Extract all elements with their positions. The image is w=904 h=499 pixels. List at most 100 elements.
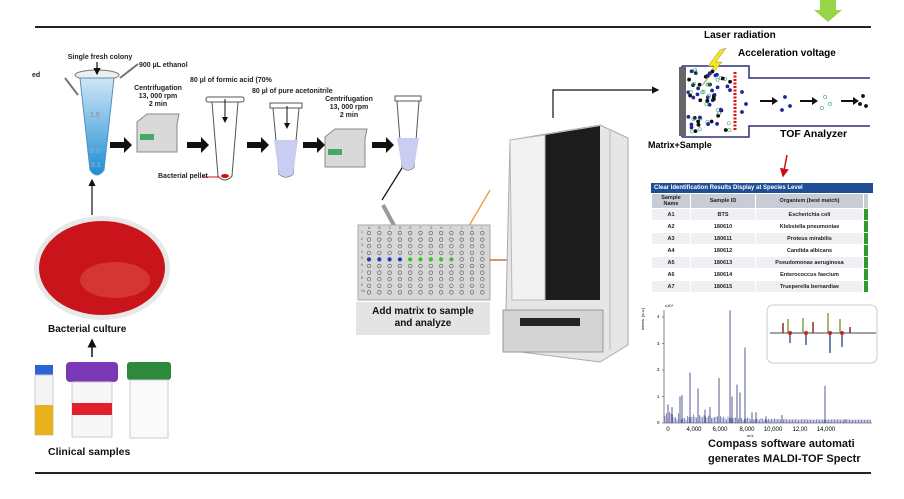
plate-well [408,237,413,242]
plate-well [377,250,382,255]
ion-dot [703,74,708,79]
results-title: Clear Identification Results Display at … [651,183,873,193]
ion-dot [688,93,692,98]
plate-well [449,270,454,275]
plate-well [428,237,433,242]
down-arrow-icon [814,0,842,22]
ion-dot [864,104,868,108]
formic-acid-label: 80 µl of formic acid (70% [190,77,272,84]
x-unit-label: m/z [747,433,754,438]
label-line: 2 min [148,101,168,108]
plate-col-label: E [409,226,412,230]
tube-with-pellet-icon [202,96,245,181]
bottom-divider [35,472,871,474]
ion-dot [704,102,709,107]
y-tick-label: 0 [657,420,660,425]
plate-well [408,283,413,288]
plate-well [480,290,485,295]
plate-well [408,277,413,282]
plate-well [387,257,392,262]
label-line: Centrifugation [134,85,182,92]
status-indicator [863,268,869,281]
plate-row-label: 6 [361,263,363,267]
plate-well [387,290,392,295]
plate-well [469,250,475,255]
plate-well [397,277,403,282]
plate-well [480,244,485,249]
ion-dot [780,108,784,112]
plate-well [439,250,444,255]
table-cell: 180612 [690,244,756,257]
plate-col-label: F [419,226,422,230]
ion-dot [710,69,715,74]
label-line: and analyze [394,318,452,329]
ion-dot [693,68,698,72]
ion-dot [696,119,701,124]
ion-dot [690,129,694,134]
plate-well [439,270,444,275]
ion-dot [709,119,714,124]
plate-col-label: K [471,226,474,230]
clinical-label: Clinical samples [48,446,131,458]
col-header: Sample ID [690,193,756,209]
plate-well [408,244,413,249]
ion-dot [744,102,748,106]
plate-well [449,290,454,295]
ion-dot [715,77,720,82]
ion-dot [689,69,694,74]
ion-dot [725,84,730,89]
label-line: 2 min [339,112,359,119]
ion-dot [692,81,696,86]
plate-col-label: I [450,226,452,230]
status-indicator [863,256,869,269]
ion-dot [861,94,865,98]
plate-well [408,270,413,275]
ion-dot [740,110,744,114]
plate-well [428,283,433,288]
x-tick-label: 12,00 [792,427,808,433]
plate-well [469,244,475,249]
plate-col-label: J [460,226,463,230]
spectrum-caption: Compass software automati generates MALD… [708,437,872,467]
plate-well [439,277,444,282]
ion-dot [788,104,792,108]
mass-spectrum-chart [662,304,878,424]
ion-dot [697,82,702,87]
plate-well [366,263,372,269]
plate-well [418,250,423,255]
maldi-tof-instrument-icon [502,124,629,363]
plate-col-label: A [368,226,371,230]
plate-well [459,290,464,295]
table-cell: A3 [651,232,691,245]
plate-well [439,237,444,242]
plate-well [480,283,485,288]
plate-well [366,290,372,295]
culture-label: Bacterial culture [48,324,127,335]
table-cell: A7 [651,280,691,293]
plate-well [418,270,423,275]
plate-well [366,283,372,288]
plate-well [449,250,454,255]
ion-dot [695,92,700,97]
ion-dot [707,71,712,76]
plate-row-label: 3 [361,243,363,248]
table-cell: 180610 [690,220,756,233]
plate-well [428,244,433,249]
ion-dot [710,88,714,93]
plate-well [418,263,423,269]
x-tick-label: 0 [666,427,670,433]
plate-row-label: 10 [361,289,365,294]
plate-row-label: 8 [361,276,363,281]
ion-dot [728,88,732,93]
plate-well [377,237,382,242]
plate-well [428,270,433,275]
y-unit-label: Intens. [a.u.] [640,307,645,330]
plate-well [459,244,464,249]
ion-dot [718,107,723,112]
plate-well [397,244,403,249]
status-indicator [863,220,869,233]
x-tick-label: 14,000 [816,427,836,433]
